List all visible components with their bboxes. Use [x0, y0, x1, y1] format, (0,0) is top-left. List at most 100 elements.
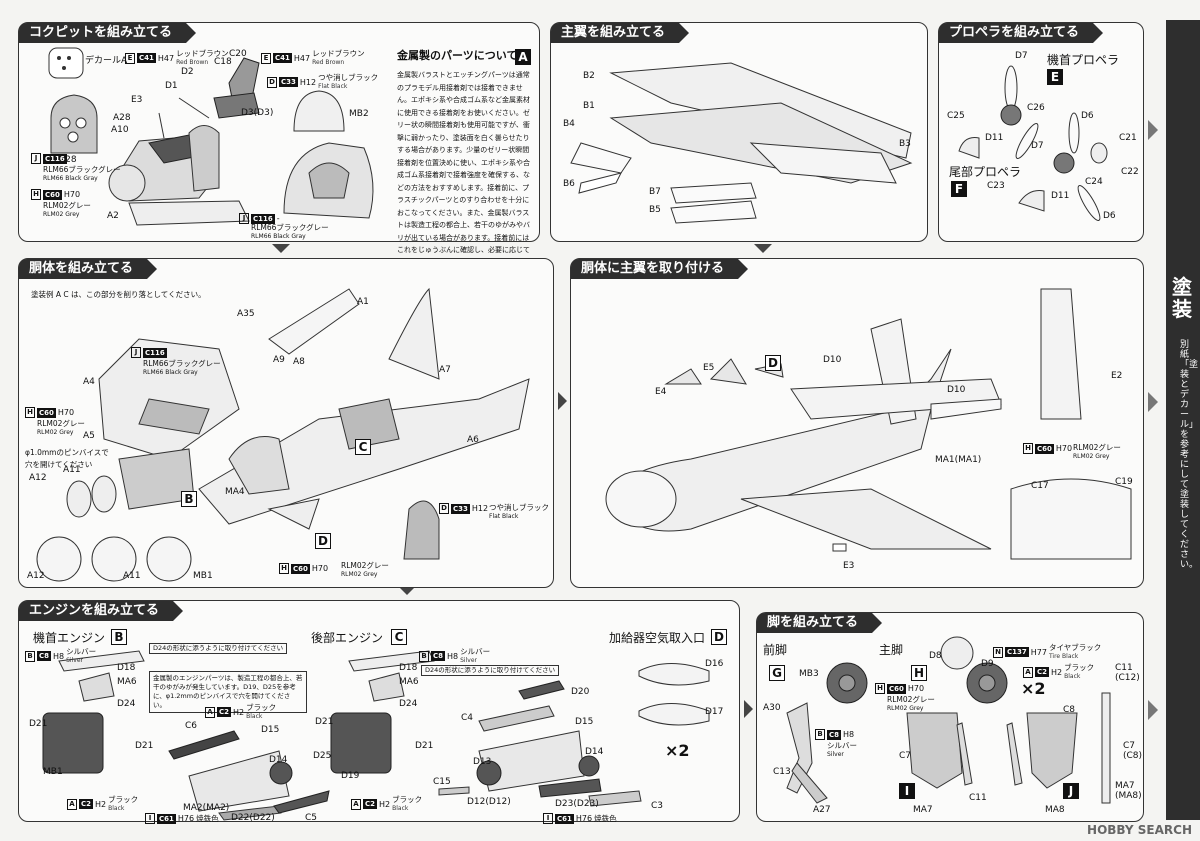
- part-label: C23: [987, 181, 1005, 191]
- gear-letter-i: I: [899, 783, 915, 799]
- part-label: C19: [1115, 477, 1133, 487]
- part-label: D7: [1015, 51, 1028, 61]
- cockpit-diagram: [48, 47, 374, 226]
- gear-letter-h: H: [911, 665, 927, 681]
- part-label: C26: [1027, 103, 1045, 113]
- subassembly-b: B: [181, 491, 197, 507]
- part-label: D8: [929, 651, 942, 661]
- part-label: D10: [823, 355, 842, 365]
- paint-note: 塗装例 A C は、この部分を削り落としてください。: [31, 290, 206, 299]
- part-label: D1: [165, 81, 178, 91]
- subassembly-d: D: [315, 533, 331, 549]
- part-label: D12(D12): [467, 797, 511, 807]
- panel-title: コクピットを組み立てる: [19, 23, 197, 43]
- quantity-x2: ×2: [1021, 679, 1046, 698]
- part-label: D18: [399, 663, 418, 673]
- arrow-down-icon: [754, 244, 772, 253]
- part-label: A28: [113, 113, 131, 123]
- nose-prop-letter: E: [1047, 69, 1063, 85]
- part-label: C22: [1121, 167, 1139, 177]
- part-label: A6: [467, 435, 479, 445]
- gear-letter-j: J: [1063, 783, 1079, 799]
- part-label: D2: [181, 67, 194, 77]
- part-label: E2: [1111, 371, 1123, 381]
- part-label: MA7 (MA8): [1115, 781, 1142, 801]
- intake-letter: D: [711, 629, 727, 645]
- part-label: D21: [29, 719, 48, 729]
- part-label: D23(D23): [555, 799, 599, 809]
- part-label: D10: [947, 385, 966, 395]
- part-label: D24: [117, 699, 136, 709]
- part-label: D13: [473, 757, 492, 767]
- painting-sidebar: [1166, 20, 1200, 820]
- part-label: D6: [1103, 211, 1116, 221]
- main-wing-diagram: [570, 62, 913, 224]
- fuselage-diagram: [36, 287, 530, 582]
- part-label: C24: [1085, 177, 1103, 187]
- part-label: D3(D3): [241, 108, 274, 118]
- sidebar-title: 塗装: [1172, 275, 1192, 321]
- arrow-right-icon: [1148, 120, 1158, 140]
- quantity-x2: ×2: [665, 741, 690, 760]
- panel-title: 脚を組み立てる: [757, 613, 883, 633]
- part-label: B4: [563, 119, 575, 129]
- part-label: B3: [899, 139, 911, 149]
- arrow-down-icon: [272, 244, 290, 253]
- part-label: A28: [59, 155, 77, 165]
- part-label: C11: [969, 793, 987, 803]
- part-label: D11: [985, 133, 1004, 143]
- part-label: MB3: [799, 669, 819, 679]
- metal-note-title: 金属製のパーツについて: [397, 49, 518, 62]
- part-label: B5: [649, 205, 661, 215]
- part-label: D18: [117, 663, 136, 673]
- wing-attach-diagram: [605, 288, 1132, 560]
- front-gear-title: 前脚: [763, 643, 788, 657]
- rear-engine-letter: C: [391, 629, 407, 645]
- part-label: D15: [261, 725, 280, 735]
- part-label: A5: [83, 431, 95, 441]
- part-label: MA7: [913, 805, 933, 815]
- part-label: A9: [273, 355, 285, 365]
- part-label: D11: [1051, 191, 1070, 201]
- part-label: C7: [899, 751, 912, 761]
- part-label: A4: [83, 377, 95, 387]
- part-label: C13: [773, 767, 791, 777]
- engine-diagram: [42, 650, 710, 821]
- part-label: A8: [293, 357, 305, 367]
- part-label: B7: [649, 187, 661, 197]
- part-label: E3: [131, 95, 143, 105]
- d24-note: D24の形状に添うように取り付けてください: [149, 643, 288, 654]
- part-label: D25: [313, 751, 332, 761]
- part-label: B2: [583, 71, 595, 81]
- part-label: MA6: [117, 677, 137, 687]
- part-label: C25: [947, 111, 965, 121]
- panel-title: 胴体を組み立てる: [19, 259, 158, 279]
- part-label: A12: [27, 571, 45, 581]
- part-label: MA1(MA1): [935, 455, 982, 465]
- note-letter: A: [515, 49, 531, 65]
- arrow-right-icon: [1148, 700, 1158, 720]
- part-label: D16: [705, 659, 724, 669]
- part-label: D21: [315, 717, 334, 727]
- part-label: C8: [1063, 705, 1076, 715]
- tail-prop-title: 尾部プロペラ: [949, 165, 1022, 179]
- part-label: A11: [63, 465, 81, 475]
